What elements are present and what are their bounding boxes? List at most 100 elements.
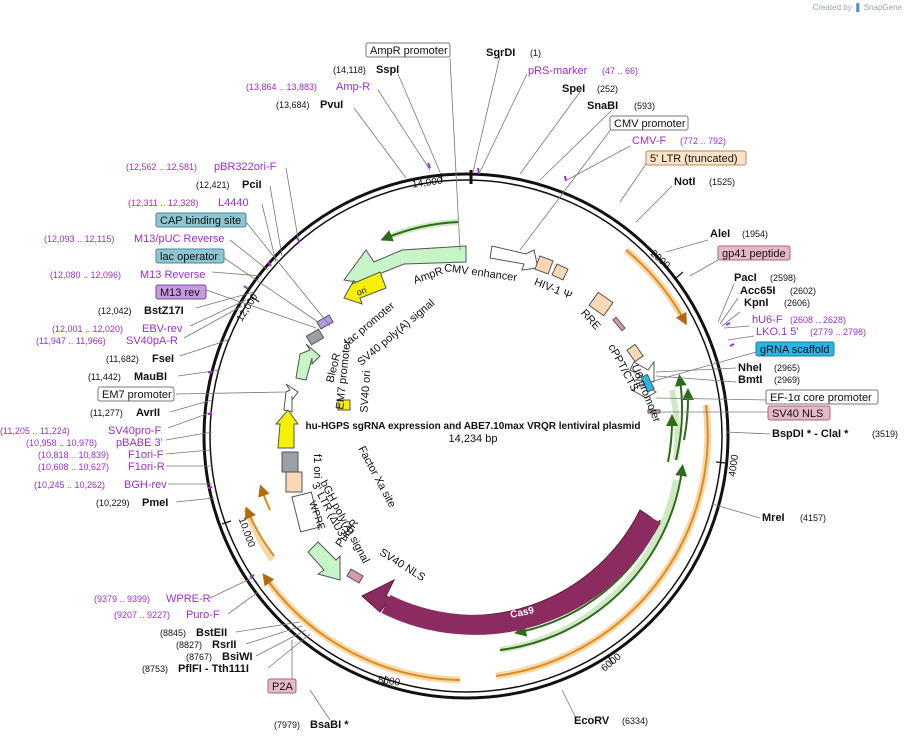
p2a-badge bbox=[267, 678, 297, 694]
site-snabi: SnaBI bbox=[587, 100, 618, 112]
cmv-enhancer-label: CMV enhancer bbox=[443, 262, 518, 284]
primer-hu6-f-pos: (2608 .. 2628) bbox=[790, 315, 846, 325]
primer-ebv-rev-pos: (12,001 .. 12,020) bbox=[52, 324, 123, 334]
right-site-labels: SgrDI (1) pRS-marker (47 .. 66) SpeI (25… bbox=[486, 47, 898, 727]
primer-cmv-f-pos: (772 .. 792) bbox=[680, 136, 726, 146]
tick-label: 8000 bbox=[377, 675, 401, 689]
site-bstz17i: BstZ17I bbox=[144, 305, 184, 317]
site-mrei-pos: (4157) bbox=[800, 513, 826, 523]
primer-bgh-rev-pos: (10,245 .. 10,262) bbox=[34, 480, 105, 490]
5ltr-badge bbox=[645, 150, 747, 166]
site-noti-pos: (1525) bbox=[709, 177, 735, 187]
site-bmti-pos: (2969) bbox=[774, 375, 800, 385]
primer-lko1-pos: (2779 .. 2798) bbox=[810, 327, 866, 337]
primer-f1ori-r: F1ori-R bbox=[128, 461, 165, 473]
sv40-ori-label: SV40 ori bbox=[358, 370, 373, 413]
site-spei: SpeI bbox=[562, 83, 585, 95]
site-nhei-pos: (2965) bbox=[774, 363, 800, 373]
site-acc65i: Acc65I bbox=[740, 285, 775, 297]
site-bstz17i-pos: (12,042) bbox=[98, 306, 132, 316]
site-fsei: FseI bbox=[152, 353, 174, 365]
site-pmei: PmeI bbox=[142, 497, 168, 509]
site-pcii: PciI bbox=[242, 179, 262, 191]
grna-scaffold-badge bbox=[755, 341, 835, 357]
site-bspdi-clai: BspDI * - ClaI * bbox=[772, 428, 849, 440]
plasmid-size: 14,234 bp bbox=[449, 433, 498, 445]
feature-em7-promoter: EM7 promoter bbox=[102, 389, 172, 401]
feature-gp41: gp41 peptide bbox=[722, 248, 786, 260]
sv40-nls-badge bbox=[767, 405, 831, 421]
site-pcii-pos: (12,421) bbox=[196, 180, 230, 190]
primer-m13puc: M13/pUC Reverse bbox=[134, 233, 224, 245]
inner-features: ori bbox=[274, 245, 661, 584]
primer-f1ori-f: F1ori-F bbox=[128, 449, 164, 461]
site-kpni: KpnI bbox=[744, 297, 768, 309]
primer-sv40pa-r-pos: (11,947 .. 11,966) bbox=[36, 336, 106, 346]
feature-sv40-nls: SV40 NLS bbox=[772, 408, 823, 420]
left-site-labels: AmpR promoter (14,118) SspI (13,864 .. 1… bbox=[0, 42, 451, 731]
site-mrei: MreI bbox=[762, 512, 785, 524]
site-sspi: SspI bbox=[376, 64, 399, 76]
site-nhei: NheI bbox=[738, 362, 762, 374]
site-rsrii: RsrII bbox=[212, 639, 236, 651]
primer-m13reverse-pos: (12,080 .. 12,096) bbox=[50, 270, 121, 280]
lac-operator-badge bbox=[155, 248, 225, 264]
primer-f1ori-f-pos: (10,818 .. 10,839) bbox=[38, 450, 109, 460]
primer-f1ori-r-pos: (10,608 .. 10,627) bbox=[38, 462, 109, 472]
ef1a-badge bbox=[765, 389, 879, 405]
credit-prefix: Created by bbox=[812, 3, 852, 12]
site-acc65i-pos: (2602) bbox=[790, 286, 816, 296]
ampr-label: AmpR bbox=[412, 265, 445, 287]
site-bsiwi: BsiWI bbox=[222, 651, 253, 663]
cap-binding-badge bbox=[155, 212, 247, 228]
sv40-nls-inner-label: SV40 NLS bbox=[377, 547, 427, 584]
ori-label: ori bbox=[355, 285, 368, 298]
feature-lac-operator: lac operator bbox=[160, 251, 218, 263]
primer-wpre-r: WPRE-R bbox=[166, 593, 211, 605]
site-spei-pos: (252) bbox=[597, 84, 618, 94]
primer-amp-r: Amp-R bbox=[336, 81, 370, 93]
site-ecorv: EcoRV bbox=[574, 715, 610, 727]
right-leader-lines bbox=[472, 55, 771, 719]
site-maubi-pos: (11,442) bbox=[88, 372, 121, 382]
primer-m13puc-pos: (12,093 .. 12,115) bbox=[44, 234, 114, 244]
primer-m13reverse: M13 Reverse bbox=[140, 269, 205, 281]
primer-sv40pro-f: SV40pro-F bbox=[108, 425, 161, 437]
site-pvui-pos: (13,684) bbox=[276, 100, 310, 110]
primer-sv40pro-f-pos: (11,205 .. 11,224) bbox=[0, 426, 70, 436]
site-bsteii-pos: (8845) bbox=[160, 628, 186, 638]
site-pmei-pos: (10,229) bbox=[96, 498, 130, 508]
feature-p2a: P2A bbox=[272, 681, 293, 693]
site-bsteii: BstEII bbox=[196, 627, 227, 639]
site-maubi: MauBI bbox=[134, 371, 167, 383]
site-avrii-pos: (11,277) bbox=[90, 408, 123, 418]
cas9-label: Cas9 bbox=[509, 605, 535, 621]
site-paci-pos: (2598) bbox=[770, 273, 796, 283]
primer-pbr322-pos: (12,562 .. 12,581) bbox=[126, 162, 197, 172]
primer-ebv-rev: EBV-rev bbox=[142, 323, 183, 335]
site-sspi-pos: (14,118) bbox=[333, 65, 366, 75]
site-pflfi-pos: (8753) bbox=[142, 664, 168, 674]
primer-pbabe-pos: (10,958 .. 10,978) bbox=[26, 438, 97, 448]
primer-ticks bbox=[207, 162, 735, 578]
factor-xa-label: Factor Xa site bbox=[355, 444, 397, 510]
site-bspdi-clai-pos: (3519) bbox=[872, 429, 898, 439]
hiv1-psi-label: HIV-1 Ψ bbox=[532, 276, 573, 302]
tick-label: 6000 bbox=[599, 651, 623, 674]
feature-m13-rev: M13 rev bbox=[160, 287, 200, 299]
snapgene-credit: Created by ❚ SnapGene bbox=[813, 2, 902, 13]
site-sgrdi-pos: (1) bbox=[530, 48, 541, 58]
m13-rev-badge bbox=[155, 284, 207, 300]
site-pflfi: PflFI - Tth111I bbox=[178, 663, 249, 675]
f1-ori-label: f1 ori bbox=[311, 454, 323, 478]
site-rsrii-pos: (8827) bbox=[176, 640, 202, 650]
primer-arrows bbox=[380, 219, 695, 653]
primer-puro-f-pos: (9207 .. 9227) bbox=[114, 610, 170, 620]
site-bsiwi-pos: (8767) bbox=[186, 652, 212, 662]
primer-sv40pa-r: SV40pA-R bbox=[126, 335, 178, 347]
feature-cmv-promoter: CMV promoter bbox=[614, 118, 686, 130]
site-ecorv-pos: (6334) bbox=[622, 716, 648, 726]
primer-hu6-f: hU6-F bbox=[752, 314, 783, 326]
site-paci: PacI bbox=[734, 272, 757, 284]
